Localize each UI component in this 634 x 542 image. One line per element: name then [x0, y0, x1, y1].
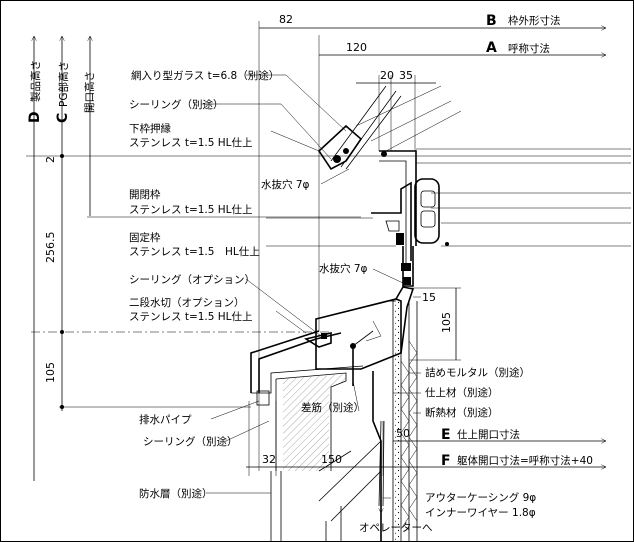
- dim-32: 32: [262, 453, 276, 466]
- dim-F-label: 躯体開口寸法=呼称寸法+40: [457, 454, 593, 467]
- label-kotei-2: ステンレス t=1.5 HL仕上: [129, 245, 260, 258]
- window-section: [250, 85, 462, 541]
- dim-D-label: 製品高さ: [29, 60, 42, 102]
- dim-20: 20: [380, 69, 394, 82]
- dim-B-label: 枠外形寸法: [508, 14, 561, 27]
- label-operator: オペレーターへ: [359, 522, 433, 534]
- dim-C-label: PG部高さ: [57, 61, 70, 107]
- label-shitawaku-2: ステンレス t=1.5 HL仕上: [129, 136, 253, 149]
- label-sealing-2: シーリング（別途）: [143, 435, 238, 448]
- dim-15: 15: [422, 291, 436, 304]
- dim-105-right: 105: [440, 312, 453, 333]
- label-wire: インナーワイヤー 1.8φ: [425, 507, 536, 519]
- dim-B-letter: B: [486, 13, 497, 29]
- dim-105-left: 105: [44, 362, 57, 383]
- dim-E-label: 仕上開口寸法: [457, 428, 520, 441]
- dim-2: 2: [44, 156, 57, 163]
- label-sealing-option: シーリング（オプション）: [129, 273, 255, 286]
- label-insulation: 断熱材（別途）: [425, 406, 499, 419]
- dim-256-5: 256.5: [44, 232, 57, 264]
- left-dimensions: D 製品高さ C PG部高さ 開口高さ 2 256.5 105: [26, 36, 631, 481]
- label-nidan-2: ステンレス t=1.5 HL仕上: [129, 310, 253, 323]
- dim-A-letter: A: [486, 40, 497, 56]
- dim-35: 35: [399, 69, 413, 82]
- label-drain-hole-2: 水抜穴 7φ: [319, 262, 368, 275]
- label-kaihei-2: ステンレス t=1.5 HL仕上: [129, 203, 253, 216]
- label-shitawaku-1: 下枠押縁: [129, 122, 171, 135]
- dim-E-letter: E: [441, 427, 451, 443]
- label-glass: 網入り型ガラス t=6.8（別途）: [131, 69, 279, 82]
- label-mortar: 詰めモルタル（別途）: [425, 366, 530, 379]
- dim-F-letter: F: [441, 453, 451, 469]
- label-casing: アウターケーシング 9φ: [425, 491, 536, 504]
- top-dimensions: 82 B 枠外形寸法 120 A 呼称寸法 20 35: [258, 13, 606, 471]
- label-sealing-1: シーリング（別途）: [129, 98, 224, 111]
- dim-open-label: 開口高さ: [83, 71, 96, 113]
- leader-lines: [201, 74, 421, 499]
- label-nidan-1: 二段水切（オプション）: [129, 296, 245, 309]
- label-drain-hole-1: 水抜穴 7φ: [261, 178, 310, 191]
- label-rebar: 差筋（別途）: [301, 401, 364, 414]
- dim-120: 120: [346, 41, 367, 54]
- label-kotei-1: 固定枠: [129, 231, 161, 244]
- dim-D-letter: D: [27, 111, 43, 123]
- label-drain-pipe: 排水パイプ: [139, 413, 192, 426]
- label-kaihei-1: 開閉枠: [129, 188, 161, 201]
- dim-C-letter: C: [55, 113, 71, 123]
- callout-labels: 網入り型ガラス t=6.8（別途） シーリング（別途） 下枠押縁 ステンレス t…: [129, 69, 536, 534]
- dim-A-label: 呼称寸法: [508, 42, 550, 55]
- label-finish: 仕上材（別途）: [425, 386, 499, 399]
- dim-82: 82: [279, 13, 293, 26]
- label-waterproof: 防水層（別途）: [139, 487, 213, 500]
